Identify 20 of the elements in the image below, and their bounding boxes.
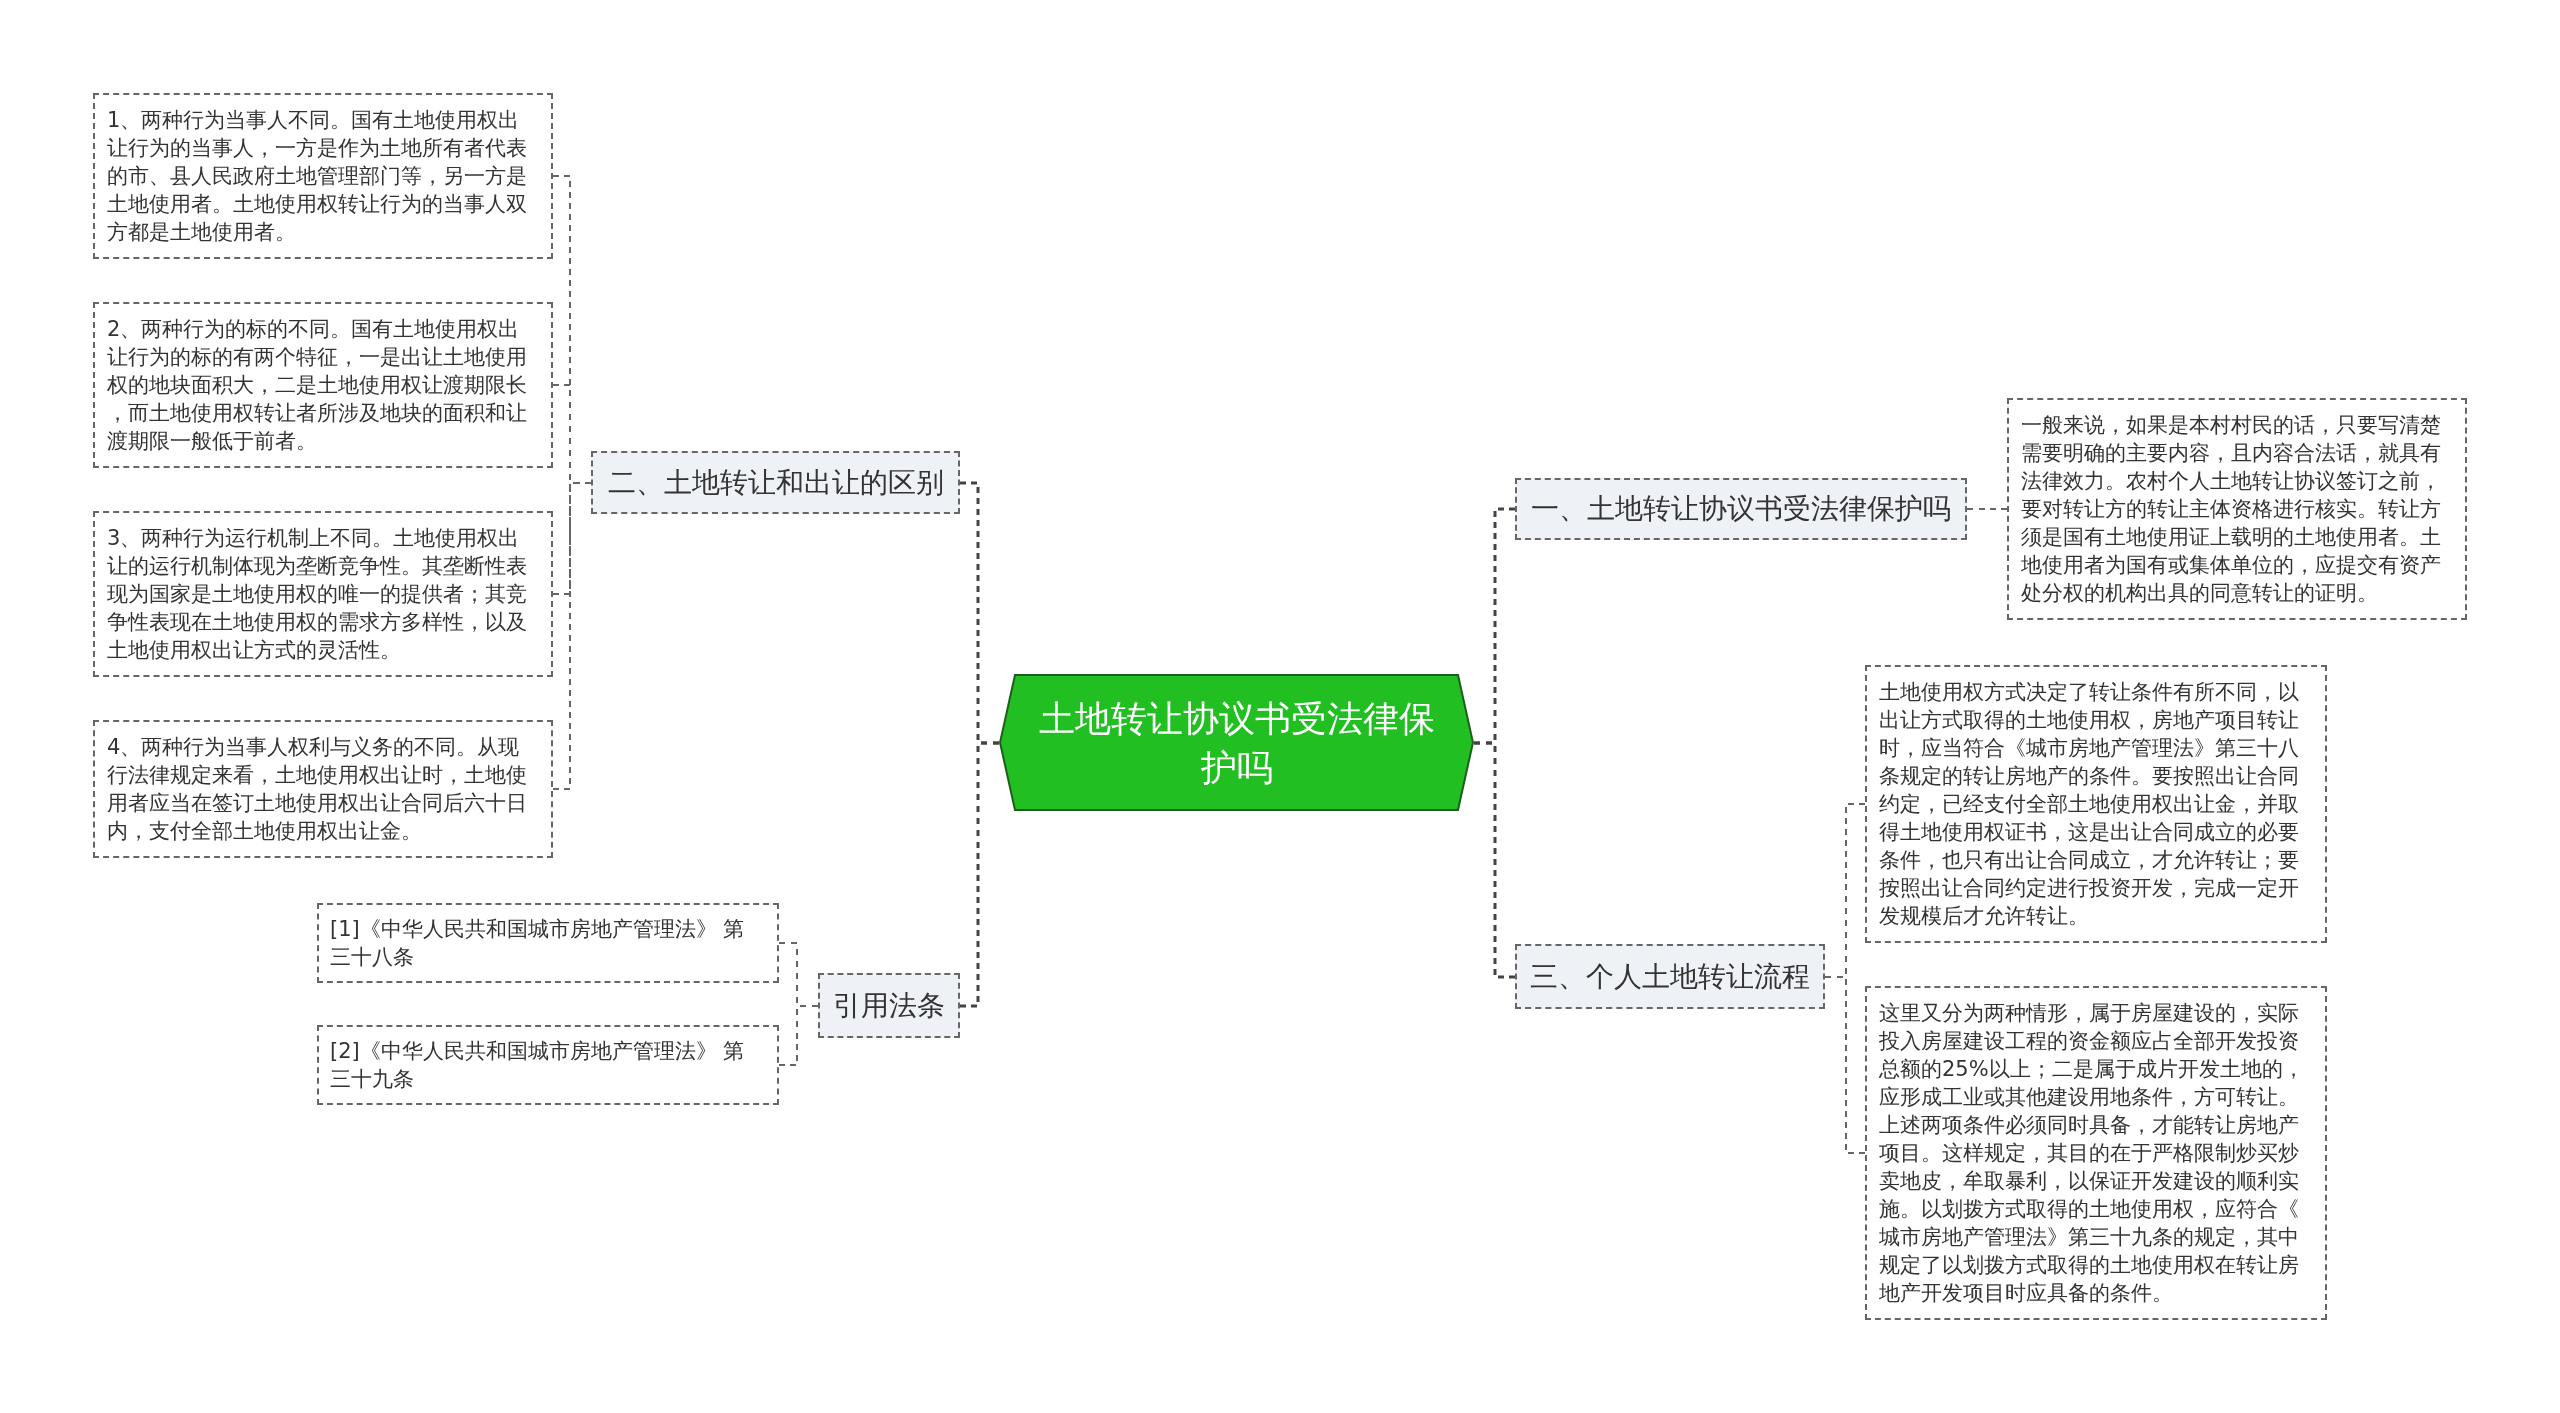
topic-box: 引用法条 — [818, 973, 960, 1038]
connector-line — [1824, 976, 1866, 1154]
connector-line — [960, 741, 999, 1008]
topic-box: 二、土地转让和出让的区别 — [591, 451, 960, 514]
note-box: 土地使用权方式决定了转让条件有所不同，以出让方式取得的土地使用权，房地产项目转让时，应当符合《城市房地产管理法》第三十八条规定的转让房地产的条件。要按照出让合同约定，已经支付全部土地使用权出让金，并取得土地使用权证书，这是出让合同成立的必要条件，也只有出让合同成立，才允许转让；要按照出让合同约定进行投资开发，完成一定开发规模后才允许转让。 — [1865, 665, 2327, 943]
central-topic: 土地转让协议书受法律保护吗 — [999, 674, 1474, 811]
connector-line — [1966, 508, 2008, 510]
topic-box: 三、个人土地转让流程 — [1515, 944, 1825, 1009]
note-box: 1、两种行为当事人不同。国有土地使用权出让行为的当事人，一方是作为土地所有者代表的市、县人民政府土地管理部门等，另一方是土地使用者。土地使用权转让行为的当事人双方都是土地使用者。 — [93, 93, 553, 259]
citation-box: [1]《中华人民共和国城市房地产管理法》 第三十八条 — [317, 903, 779, 983]
connector-line — [552, 482, 592, 790]
note-box: 这里又分为两种情形，属于房屋建设的，实际投入房屋建设工程的资金额应占全部开发投资总额的25%以上；二是属于成片开发土地的，应形成工业或其他建设用地条件，方可转让。上述两项条件必须同时具备，才能转让房地产项目。这样规定，其目的在于严格限制炒买炒卖地皮，牟取暴利，以保证开发建设的顺利实施。以划拨方式取得的土地使用权，应符合《城市房地产管理法》第三十九条的规定，其中规定了以划拨方式取得的土地使用权在转让房地产开发项目时应具备的条件。 — [1865, 986, 2327, 1320]
connector-line — [1474, 741, 1515, 979]
note-box: 一般来说，如果是本村村民的话，只要写清楚需要明确的主要内容，且内容合法话，就具有法律效力。农村个人土地转让协议签订之前，要对转让方的转让主体资格进行核实。转让方须是国有土地使用证上载明的土地使用者。土地使用者为国有或集体单位的，应提交有资产处分权的机构出具的同意转让的证明。 — [2007, 398, 2467, 620]
topic-box: 一、土地转让协议书受法律保护吗 — [1515, 478, 1967, 540]
connector-line — [778, 1005, 819, 1066]
citation-box: [2]《中华人民共和国城市房地产管理法》 第三十九条 — [317, 1025, 779, 1105]
note-box: 3、两种行为运行机制上不同。土地使用权出让的运行机制体现为垄断竞争性。其垄断性表现为国家是土地使用权的唯一的提供者；其竞争性表现在土地使用权的需求方多样性，以及土地使用权出让方式的灵活性。 — [93, 511, 553, 677]
note-box: 4、两种行为当事人权利与义务的不同。从现行法律规定来看，土地使用权出让时，土地使用者应当在签订土地使用权出让合同后六十日内，支付全部土地使用权出让金。 — [93, 720, 553, 858]
note-box: 2、两种行为的标的不同。国有土地使用权出让行为的标的有两个特征，一是出让土地使用权的地块面积大，二是土地使用权让渡期限长，而土地使用权转让者所涉及地块的面积和让渡期限一般低于前者。 — [93, 302, 553, 468]
